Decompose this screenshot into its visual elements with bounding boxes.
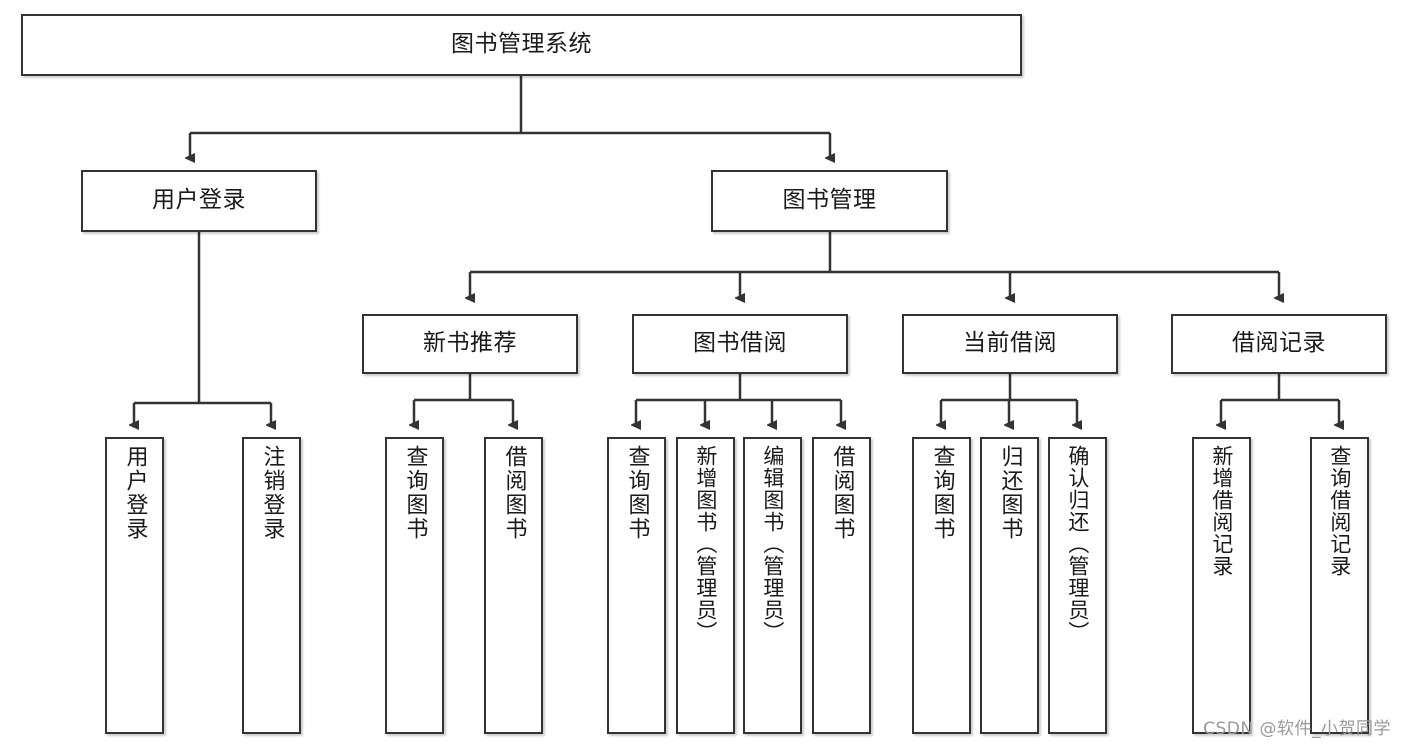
- node-leaf-query-book-1[interactable]: 查询图书: [385, 437, 444, 734]
- node-leaf-borrow-book-2[interactable]: 借阅图书: [812, 437, 871, 734]
- node-leaf-return-book-label: 归还图书: [997, 445, 1023, 541]
- node-leaf-query-record-label: 查询借阅记录: [1327, 445, 1352, 577]
- node-leaf-edit-book[interactable]: 编辑图书（管理员）: [743, 437, 802, 734]
- node-current-borrow-label: 当前借阅: [963, 330, 1057, 357]
- node-borrow-record[interactable]: 借阅记录: [1171, 314, 1387, 374]
- node-leaf-query-book-1-label: 查询图书: [402, 445, 428, 541]
- node-user-login-label: 用户登录: [152, 187, 246, 214]
- node-new-book-recommend-label: 新书推荐: [423, 330, 517, 357]
- node-leaf-confirm-return[interactable]: 确认归还（管理员）: [1048, 437, 1107, 734]
- node-leaf-query-book-2-label: 查询图书: [624, 445, 650, 541]
- node-new-book-recommend[interactable]: 新书推荐: [362, 314, 578, 374]
- node-leaf-add-book-label: 新增图书（管理员）: [693, 445, 718, 643]
- node-leaf-add-book[interactable]: 新增图书（管理员）: [676, 437, 735, 734]
- node-book-borrow-label: 图书借阅: [693, 330, 787, 357]
- node-leaf-query-book-3[interactable]: 查询图书: [912, 437, 971, 734]
- node-root[interactable]: 图书管理系统: [21, 14, 1022, 76]
- watermark-text: CSDN @软件_小贺同学: [1203, 719, 1391, 739]
- node-book-management-label: 图书管理: [782, 187, 877, 214]
- node-user-login[interactable]: 用户登录: [81, 170, 317, 232]
- node-book-borrow[interactable]: 图书借阅: [632, 314, 848, 374]
- node-leaf-borrow-book-1[interactable]: 借阅图书: [484, 437, 543, 734]
- node-leaf-user-login[interactable]: 用户登录: [105, 437, 164, 734]
- node-leaf-confirm-return-label: 确认归还（管理员）: [1065, 445, 1090, 643]
- node-current-borrow[interactable]: 当前借阅: [902, 314, 1118, 374]
- node-leaf-return-book[interactable]: 归还图书: [980, 437, 1039, 734]
- node-leaf-logout-login-label: 注销登录: [259, 445, 285, 541]
- node-leaf-edit-book-label: 编辑图书（管理员）: [760, 445, 785, 643]
- node-leaf-query-record[interactable]: 查询借阅记录: [1310, 437, 1369, 734]
- node-root-label: 图书管理系统: [451, 31, 592, 58]
- node-leaf-query-book-3-label: 查询图书: [929, 445, 955, 541]
- node-leaf-user-login-label: 用户登录: [122, 445, 148, 541]
- node-leaf-logout-login[interactable]: 注销登录: [242, 437, 301, 734]
- node-leaf-add-record-label: 新增借阅记录: [1209, 445, 1234, 577]
- node-borrow-record-label: 借阅记录: [1232, 330, 1326, 357]
- node-book-management[interactable]: 图书管理: [711, 170, 948, 232]
- node-leaf-borrow-book-2-label: 借阅图书: [829, 445, 855, 541]
- node-leaf-add-record[interactable]: 新增借阅记录: [1192, 437, 1251, 734]
- node-leaf-borrow-book-1-label: 借阅图书: [501, 445, 527, 541]
- node-leaf-query-book-2[interactable]: 查询图书: [607, 437, 666, 734]
